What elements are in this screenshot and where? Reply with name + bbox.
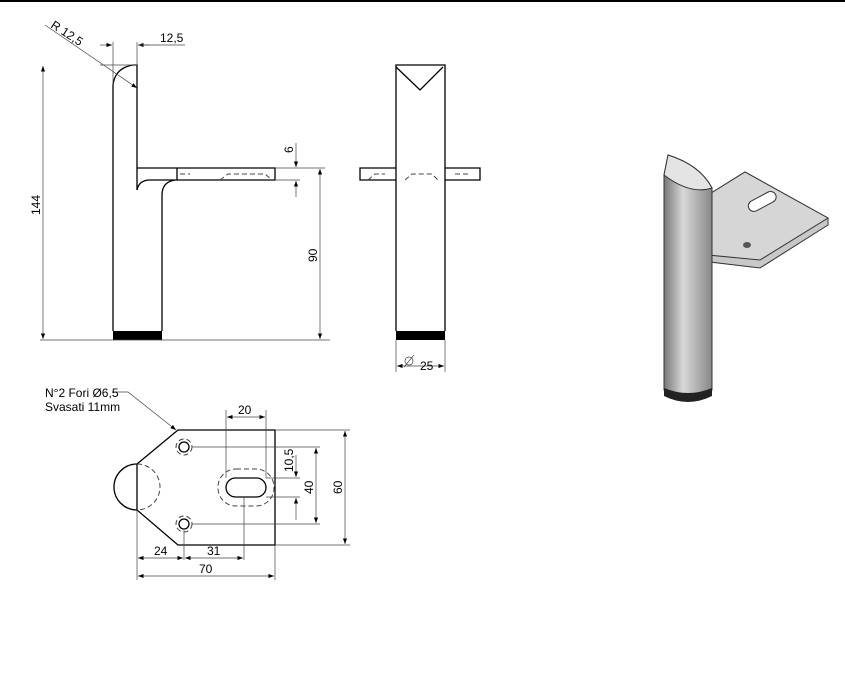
dim-diameter: 25 xyxy=(420,359,434,373)
side-view xyxy=(359,64,481,372)
dim-offset-b: 31 xyxy=(207,544,221,558)
isometric-view xyxy=(663,154,829,402)
foot-cap xyxy=(113,331,162,340)
hole-bottom xyxy=(178,518,190,530)
dim-total-height: 144 xyxy=(29,195,43,215)
dim-slot-height: 10,5 xyxy=(282,448,296,472)
dim-slot-width: 20 xyxy=(238,403,252,417)
dim-radius: R 12,5 xyxy=(48,18,86,49)
dim-top-width: 12,5 xyxy=(160,31,184,45)
dim-plate-thickness: 6 xyxy=(282,146,296,153)
dim-hole-spacing: 40 xyxy=(302,480,316,494)
side-foot-cap xyxy=(396,331,445,340)
hole-top xyxy=(178,441,190,453)
dim-plate-depth: 60 xyxy=(331,480,345,494)
note-line1: N°2 Fori Ø6,5 xyxy=(45,386,119,400)
top-view xyxy=(112,391,350,580)
front-view xyxy=(40,24,330,341)
note-line2: Svasati 11mm xyxy=(45,400,120,414)
dim-plate-height: 90 xyxy=(306,248,320,262)
slot xyxy=(225,477,267,498)
dim-offset-a: 24 xyxy=(154,544,168,558)
dim-plate-length: 70 xyxy=(199,562,213,576)
